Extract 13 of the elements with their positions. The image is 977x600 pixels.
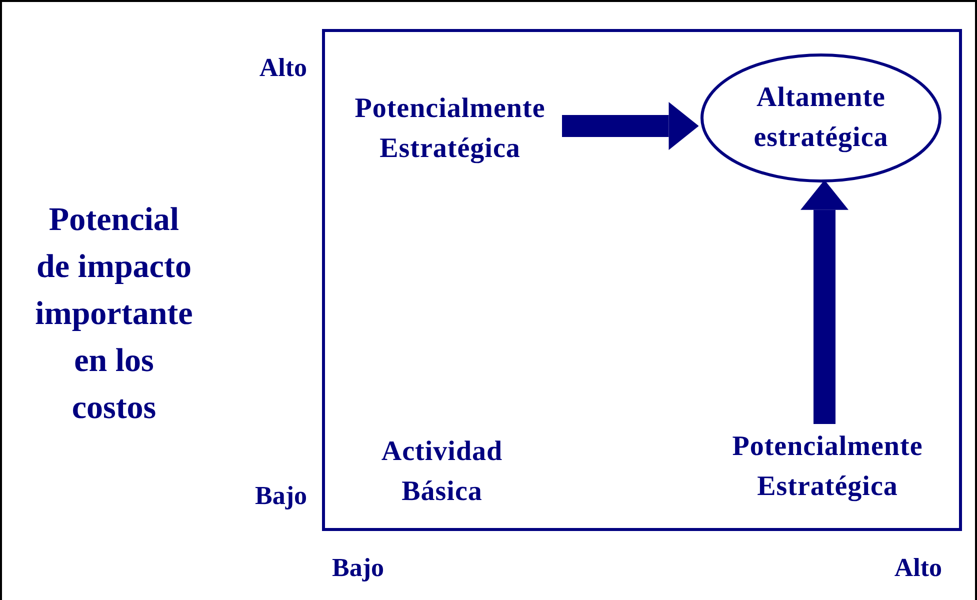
ellipse-node xyxy=(700,53,942,183)
axis-label: Alto xyxy=(258,52,307,84)
axis-label: Bajo xyxy=(254,480,307,512)
matrix-frame xyxy=(322,29,962,531)
axis-label: Alto xyxy=(893,552,942,584)
quadrant-label: Potencialmente Estratégica xyxy=(354,92,546,166)
block-arrow xyxy=(562,102,699,150)
block-arrow xyxy=(800,180,848,424)
node-text: Altamente estratégica xyxy=(752,81,890,155)
quadrant-label: Potencialmente Estratégica xyxy=(731,430,924,504)
quadrant-label: Actividad Básica xyxy=(380,435,504,509)
axis-label: Bajo xyxy=(332,552,385,584)
axis-title: Potencial de impacto importante en los costos xyxy=(34,201,194,428)
